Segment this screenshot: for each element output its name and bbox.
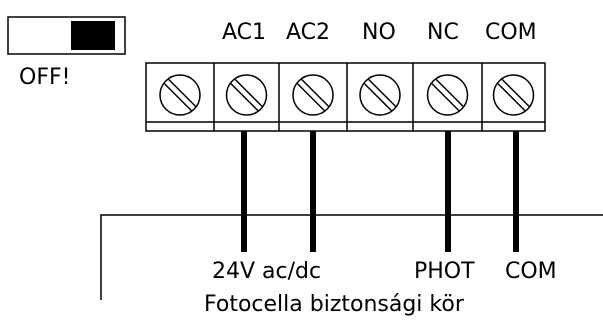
terminal-block [145,62,546,132]
screw-icon [225,74,268,116]
terminal-label-ac2: AC2 [286,20,331,45]
screw-icon [492,74,535,116]
wiring-lines [100,131,603,300]
caption: Fotocella biztonsági kör [204,292,464,317]
terminal-label-no: NO [362,20,396,45]
com-label: COM [505,259,557,284]
screw-icon [426,74,469,116]
screw-icon [292,74,334,116]
terminal-label-nc: NC [427,20,459,45]
phot-label: PHOT [414,259,475,284]
dip-switch-lever [71,21,115,50]
dip-switch[interactable] [7,16,126,55]
screw-icon [359,74,401,116]
screw-icon [159,74,201,116]
switch-state-label: OFF! [19,65,71,90]
terminal-label-ac1: AC1 [222,20,267,45]
terminal-label-com: COM [485,20,537,45]
supply-voltage-label: 24V ac/dc [212,259,322,284]
